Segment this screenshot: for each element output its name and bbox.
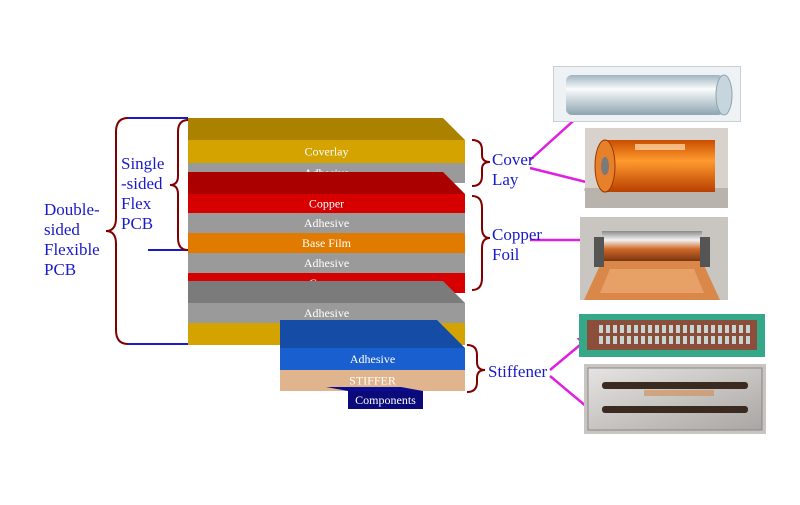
stiffener-hole (725, 325, 729, 333)
stiffener-hole (641, 336, 645, 344)
stiffener-hole (711, 325, 715, 333)
single-sided-label: Single -sided Flex PCB (121, 154, 165, 233)
stiffener-hole (683, 325, 687, 333)
stiffener-hole (697, 336, 701, 344)
stiffener-hole (704, 325, 708, 333)
orange-roll-image (585, 139, 728, 208)
copper-foil-label: Copper Foil (492, 225, 543, 264)
stiffener-board-photo (579, 314, 765, 357)
stiffener-hole (620, 325, 624, 333)
stiffener-hole (676, 336, 680, 344)
cover-lay-brace (471, 139, 491, 187)
stiffener-board-image (587, 320, 757, 350)
stiffener-hole (613, 325, 617, 333)
cover-lay-orange-roll-photo (585, 128, 728, 208)
layer-9-label: Adhesive (350, 352, 395, 366)
copper-foil-brace (471, 195, 491, 291)
stiffener-hole (641, 325, 645, 333)
double-sided-label: Double- sided Flexible PCB (44, 200, 100, 279)
copper-roll-image (584, 231, 720, 300)
stiffener-hole (690, 325, 694, 333)
cover-lay-white-roll-photo (553, 66, 741, 122)
stiffener-hole (704, 336, 708, 344)
layer-9-face (280, 348, 465, 370)
stiffener-hole (746, 325, 750, 333)
stiffener-metal-photo (584, 364, 766, 434)
stiffener-hole (620, 336, 624, 344)
layer-2-top (188, 172, 465, 194)
layer-stack: CoverlayAdhesiveCopperAdhesiveBase FilmA… (188, 118, 465, 409)
stiffener-label: Stiffener (488, 362, 548, 381)
stiffener-hole (725, 336, 729, 344)
layer-7-face (188, 303, 465, 323)
layer-0-label: Coverlay (305, 145, 349, 159)
stiffener-hole (739, 336, 743, 344)
stiffener-hole (669, 336, 673, 344)
cover-lay-label: Cover Lay (492, 150, 534, 189)
layer-4-face (188, 233, 465, 253)
layer-11-top (326, 387, 423, 391)
layer-3-label: Adhesive (304, 216, 349, 230)
arrow-cover-lay-roll-2 (529, 166, 595, 186)
layer-10-label: STIFFER (349, 374, 396, 388)
layer-5-label: Adhesive (304, 256, 349, 270)
white-roll-image (566, 74, 733, 116)
layer-9-top (280, 320, 465, 348)
stiffener-hole (718, 325, 722, 333)
stiffener-hole (599, 325, 603, 333)
stiffener-hole (627, 325, 631, 333)
stiffener-hole (606, 325, 610, 333)
layer-0-top (188, 118, 465, 140)
layer-7-top (188, 281, 465, 303)
stiffener-hole (627, 336, 631, 344)
stiffener-hole (732, 325, 736, 333)
layer-4-label: Base Film (302, 236, 352, 250)
stiffener-hole (662, 336, 666, 344)
layer-5-face (188, 253, 465, 273)
stiffener-hole (606, 336, 610, 344)
layer-7-label: Adhesive (304, 306, 349, 320)
layer-3-face (188, 213, 465, 233)
stiffener-hole (718, 336, 722, 344)
stiffener-hole (746, 336, 750, 344)
stiffener-hole (662, 325, 666, 333)
stiffener-hole (669, 325, 673, 333)
stiffener-hole (739, 325, 743, 333)
stiffener-hole (676, 325, 680, 333)
stiffener-hole (599, 336, 603, 344)
stiffener-hole (655, 325, 659, 333)
layer-2-face (188, 194, 465, 213)
stiffener-hole (683, 336, 687, 344)
stiffener-brace (466, 344, 486, 393)
stiffener-metal-image (587, 367, 763, 431)
stiffener-hole (634, 336, 638, 344)
single-sided-brace (169, 119, 189, 251)
layer-11-label: Components (355, 393, 416, 407)
stiffener-hole (711, 336, 715, 344)
layer-11-face (348, 391, 423, 409)
copper-foil-roll-photo (580, 217, 728, 300)
stiffener-hole (732, 336, 736, 344)
stiffener-hole (648, 336, 652, 344)
stiffener-holes (599, 325, 750, 344)
stiffener-hole (690, 336, 694, 344)
stiffener-hole (655, 336, 659, 344)
layer-10-face (280, 370, 465, 391)
stiffener-hole (648, 325, 652, 333)
stiffener-hole (613, 336, 617, 344)
layer-0-face (188, 140, 465, 163)
layer-2-label: Copper (309, 197, 344, 211)
double-sided-brace (105, 117, 129, 345)
stiffener-hole (697, 325, 701, 333)
stiffener-hole (634, 325, 638, 333)
